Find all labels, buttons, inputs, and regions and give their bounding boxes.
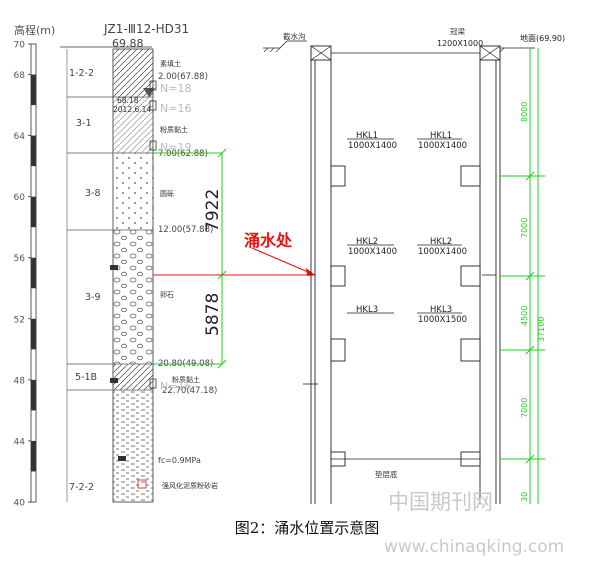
sample-marker-icon: [110, 378, 118, 383]
bottom-label: 垫层底: [375, 469, 398, 479]
layer-name: 强风化泥质粉砂岩: [162, 481, 218, 490]
svg-text:7000: 7000: [520, 398, 529, 418]
elevation-tick-label: 52: [14, 315, 25, 325]
scale-blocks: [31, 74, 36, 472]
watermark-cn: 中国期刊网: [388, 490, 493, 514]
inrush-arrow-icon: [306, 268, 315, 276]
elevation-tick-label: 60: [14, 193, 26, 203]
borehole-top-elevation: 69.88: [112, 37, 144, 50]
sample-marker-icon: [118, 456, 126, 461]
spt-value: N=16: [160, 102, 191, 115]
layer-code: 1-2-2: [69, 68, 94, 79]
beam-name: HKL2: [356, 237, 378, 247]
elevation-tick-label: 48: [14, 376, 26, 386]
layer-fill-3-8: [113, 153, 153, 230]
scale-block: [31, 318, 36, 350]
spt-marker-icon: [149, 80, 157, 91]
beam-name: HKL3: [430, 305, 452, 315]
layer-code: 5-1B: [75, 372, 97, 383]
spt-value: N=16: [160, 380, 191, 393]
dimension-upper: 7922: [203, 189, 223, 232]
layer-name: 圆砾: [160, 189, 174, 198]
right-dimension-values: 8000 7000 4500 7000 37100 30: [520, 102, 546, 502]
inrush-leader: [251, 247, 316, 276]
depth-label: 7.00(62.88): [158, 149, 208, 159]
elevation-tick-label: 70: [14, 41, 26, 51]
beam-label-underlines: [347, 138, 462, 314]
svg-text:8000: 8000: [520, 102, 529, 122]
spt-marker-icon: [149, 100, 157, 111]
beam-name: HKL2: [430, 237, 452, 247]
layer-code: 3-8: [85, 188, 101, 199]
beam-labels: HKL1 1000X1400 HKL1 1000X1400 HKL2 1000X…: [348, 131, 467, 325]
ground-label: 地面(69.90): [520, 33, 565, 43]
spt-marker-icon: [149, 140, 157, 151]
beam-size: 1000X1400: [418, 247, 467, 257]
beam-size: 1000X1500: [418, 315, 467, 325]
elevation-ticks: 70 68 64 60 56 52 48 44 40: [14, 41, 31, 509]
beam-size: 1200X1000: [437, 39, 483, 48]
beam-title: 冠梁: [450, 27, 465, 36]
spt-marker-icon: [149, 378, 157, 389]
layer-name: 卵石: [160, 290, 174, 299]
scale-block: [31, 196, 36, 228]
beam-size: 1000X1400: [348, 141, 397, 151]
scale-block: [31, 74, 36, 106]
water-mark: 68.18: [117, 96, 139, 105]
elevation-tick-label: 40: [14, 499, 26, 509]
beam-size: 1000X1400: [418, 141, 467, 151]
depth-label: 12.00(57.88): [158, 225, 213, 235]
figure-caption: 图2：涌水位置示意图: [234, 519, 380, 537]
spt-value: N=18: [160, 82, 191, 95]
dimension-lower: 5878: [203, 293, 223, 336]
layer-fill-7-2-2: [113, 390, 153, 502]
svg-text:7000: 7000: [520, 218, 529, 238]
scale-block: [31, 379, 36, 411]
svg-text:4500: 4500: [520, 306, 529, 326]
sample-marker-icon: [137, 479, 147, 489]
beam-name: HKL3: [356, 305, 378, 315]
layer-fill-5-1b: [113, 364, 153, 390]
inrush-label: 涌水处: [244, 231, 293, 250]
scale-block: [31, 135, 36, 167]
layer-name: 粉质黏土: [160, 125, 188, 134]
strength-label: fc=0.9MPa: [158, 456, 201, 465]
waling-beams: [330, 165, 481, 362]
elevation-tick-label: 44: [14, 437, 26, 447]
elevation-tick-label: 68: [14, 71, 26, 81]
svg-text:37100: 37100: [537, 317, 546, 342]
layer-boundaries: [67, 96, 153, 391]
depth-label: 2.00(67.88): [158, 72, 208, 82]
hatch-marks: [263, 47, 505, 53]
watermark-url: www.chinaqking.com: [384, 537, 565, 557]
right-dimension-chain: [500, 48, 545, 504]
borehole-id: JZ1-Ⅲ12-HD31: [103, 22, 189, 36]
elevation-tick-label: 64: [14, 132, 26, 142]
water-mark: 2012.6.14: [113, 105, 151, 114]
elevation-tick-label: 56: [14, 254, 26, 264]
scale-block: [31, 440, 36, 472]
svg-text:30: 30: [520, 492, 529, 502]
layer-code: 3-1: [76, 118, 92, 129]
depth-label: 22.70(47.18): [162, 386, 217, 396]
layer-fill-3-1: [113, 97, 153, 153]
layer-code: 7-2-2: [69, 482, 94, 493]
layer-name: 素填土: [160, 59, 181, 68]
axis-title: 高程(m): [14, 23, 55, 37]
layer-code: 3-9: [85, 292, 101, 303]
beam-size: 1000X1400: [348, 247, 397, 257]
layer-name: 粉质黏土: [172, 375, 200, 384]
spt-value: N=19: [160, 141, 191, 154]
scale-block: [31, 257, 36, 289]
beam-name: HKL1: [356, 131, 378, 141]
beam-name: HKL1: [430, 131, 452, 141]
dimension-lines: [153, 148, 227, 369]
left-top-label: 截水沟: [283, 31, 306, 41]
layer-fill-3-9: [113, 230, 153, 364]
sample-marker-icon: [110, 265, 118, 270]
